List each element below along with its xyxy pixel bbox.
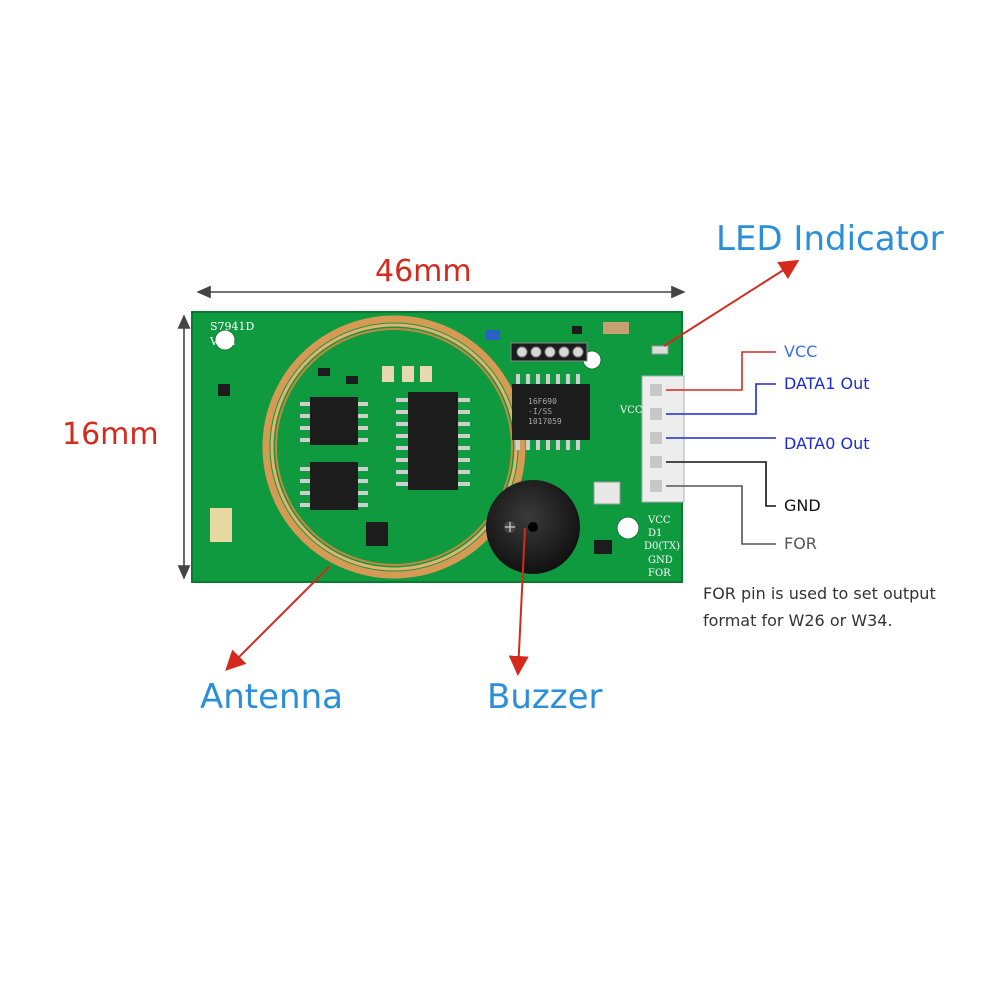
buzzer-callout-arrow (508, 527, 529, 676)
pin-label-vcc: VCC (784, 342, 818, 361)
board-version-text: V1.2 (209, 335, 235, 348)
antenna-coil (262, 315, 526, 579)
silk-pin-1: D1 (648, 528, 662, 539)
header-pads (510, 342, 588, 362)
wire-for (666, 485, 776, 545)
ic-left-bottom (300, 462, 368, 510)
silk-pin-2: D0(TX) (644, 541, 680, 552)
for-pin-note: FOR pin is used to set output format for… (703, 584, 936, 630)
antenna-callout-arrow (225, 565, 331, 671)
antenna-label: Antenna (200, 677, 343, 717)
silk-vcc-top: VCC (619, 405, 643, 416)
pin-label-data0: DATA0 Out (784, 434, 870, 453)
silk-pin-0: VCC (647, 515, 671, 526)
pin-label-for: FOR (784, 534, 817, 553)
pin-label-gnd: GND (784, 496, 821, 515)
led-indicator-label: LED Indicator (716, 219, 944, 259)
pin-wires (666, 351, 776, 545)
led-callout-arrow (663, 259, 800, 347)
silk-pin-3: GND (648, 555, 673, 566)
wire-gnd (666, 461, 776, 507)
mcu-chip (512, 374, 590, 450)
buzzer-component (486, 480, 580, 574)
height-dimension-label: 16mm (62, 417, 159, 452)
width-dimension-label: 46mm (375, 254, 472, 289)
led-indicator (651, 345, 669, 355)
buzzer-label: Buzzer (487, 677, 603, 717)
board-model-text: S7941D (210, 320, 255, 333)
mcu-text-line: -I/SS (528, 407, 552, 416)
pin-label-data1: DATA1 Out (784, 374, 870, 393)
silk-pin-4: FOR (648, 568, 671, 579)
ic-left-top (300, 397, 368, 445)
ic-center (396, 392, 470, 490)
passive-components (210, 322, 629, 554)
pcb-board: S7941D V1.2 VCC VCC D1 D0(TX) GND FOR 16… (191, 311, 685, 583)
pin-connector (641, 375, 685, 503)
mcu-chip-text: 16F690 -I/SS 1017059 (528, 397, 562, 426)
mcu-text-line: 1017059 (528, 417, 562, 426)
wire-data1 (666, 383, 776, 415)
wire-vcc (666, 351, 776, 391)
mcu-text-line: 16F690 (528, 397, 557, 406)
